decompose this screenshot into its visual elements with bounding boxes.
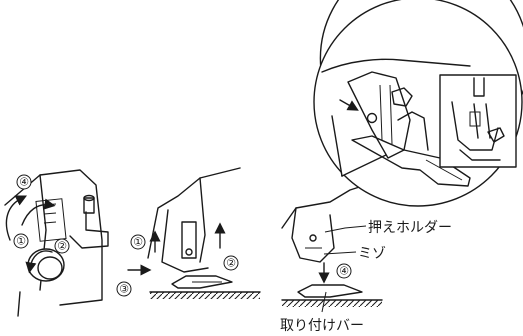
foot-attach-panel: [281, 181, 383, 313]
panel2-step-3: ③: [116, 281, 132, 297]
attach-bar-label: 取り付けバー: [280, 318, 364, 334]
inset-box: [439, 74, 517, 168]
svg-text:①: ①: [16, 235, 26, 248]
svg-text:④: ④: [339, 265, 349, 278]
svg-text:④: ④: [19, 176, 29, 189]
svg-text:①: ①: [133, 236, 143, 249]
presser-holder-label: 押えホルダー: [368, 220, 452, 236]
foot-removal-panel: [127, 167, 261, 299]
machine-side-panel: [4, 169, 109, 317]
svg-text:②: ②: [226, 257, 236, 270]
zoom-detail: [321, 58, 517, 187]
panel2-step-2: ②: [223, 255, 239, 271]
svg-text:③: ③: [119, 283, 129, 296]
svg-text:②: ②: [57, 240, 67, 253]
panel2-step-1: ①: [130, 234, 146, 250]
panel1-step-1: ①: [13, 233, 29, 249]
groove-label: ミゾ: [358, 246, 386, 262]
panel3-step-4: ④: [336, 263, 352, 279]
panel1-step-4: ④: [16, 174, 32, 190]
panel1-step-2: ②: [54, 238, 70, 254]
